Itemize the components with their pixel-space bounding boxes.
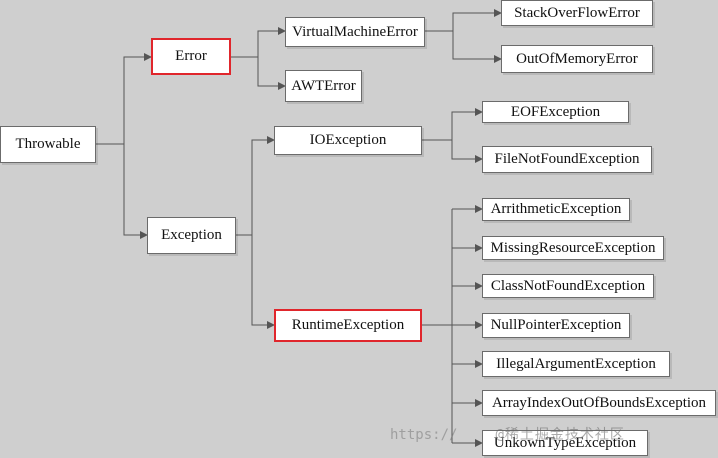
edge-throwable-exception [123,144,148,239]
edge-throwable-error [96,53,152,145]
node-file-not-found-exception: FileNotFoundException [482,146,652,173]
node-io-exception: IOException [274,126,422,155]
watermark-brand: @稀土掘金技术社区 [495,427,625,443]
node-arithmetic-exception: ArrithmeticException [482,198,630,221]
node-missing-resource-exception: MissingResourceException [482,236,664,260]
node-array-index-out-of-bounds-exception: ArrayIndexOutOfBoundsException [482,390,716,416]
node-out-of-memory-error: OutOfMemoryError [501,45,653,73]
edge-exception-io [236,136,275,236]
node-awt-error: AWTError [285,70,362,102]
node-runtime-exception: RuntimeException [274,309,422,342]
edge-runtime-trunk [422,209,453,443]
edge-exception-runtime [251,235,275,329]
edge-error-vme [231,27,286,58]
watermark-url: https:// [390,427,458,443]
node-unknown-type-exception: UnkownTypeException [482,430,648,456]
node-stack-overflow-error: StackOverFlowError [501,0,653,26]
watermark: https:// @稀土掘金技术社区 [390,424,625,444]
edge-error-awt [257,57,286,90]
edge-vme-stackoverflow [425,9,502,32]
edge-io-eof [422,108,483,141]
edge-vme-outofmemory [452,31,502,63]
node-virtual-machine-error: VirtualMachineError [285,17,425,47]
node-eof-exception: EOFException [482,101,629,123]
node-exception: Exception [147,217,236,254]
edge-io-filenotfound [451,140,483,163]
node-error: Error [151,38,231,75]
node-class-not-found-exception: ClassNotFoundException [482,274,654,298]
node-illegal-argument-exception: IllegalArgumentException [482,351,670,377]
node-throwable: Throwable [0,126,96,163]
node-null-pointer-exception: NullPointerException [482,313,630,338]
